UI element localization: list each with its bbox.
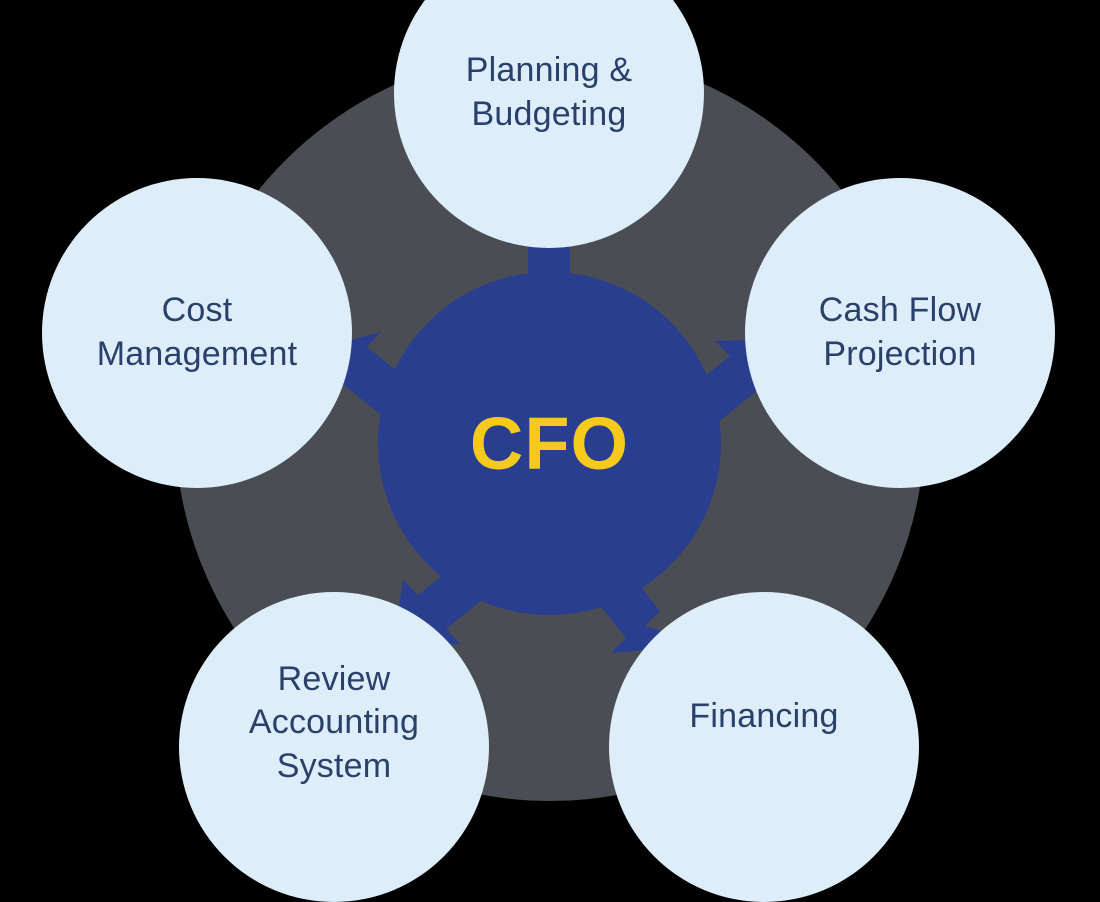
hub-circle[interactable]: CFO — [378, 272, 721, 615]
node-review-accounting-system[interactable]: Review Accounting System — [179, 592, 489, 902]
diagram-canvas: CFO Planning & Budgeting Cash Flow Proje… — [42, 0, 1055, 902]
node-cash-flow-projection[interactable]: Cash Flow Projection — [745, 178, 1055, 488]
node-label-planning-budgeting: Planning & Budgeting — [465, 51, 633, 133]
node-label-cost-management: Cost Management — [96, 291, 298, 373]
node-cost-management[interactable]: Cost Management — [42, 178, 352, 488]
node-financing[interactable]: Financing — [609, 592, 919, 902]
node-label-financing: Financing — [689, 697, 839, 736]
hub-label: CFO — [469, 401, 630, 485]
node-planning-budgeting[interactable]: Planning & Budgeting — [394, 0, 704, 248]
node-label-cash-flow-projection: Cash Flow Projection — [818, 291, 982, 373]
node-label-review-accounting-system: Review Accounting System — [248, 659, 420, 785]
